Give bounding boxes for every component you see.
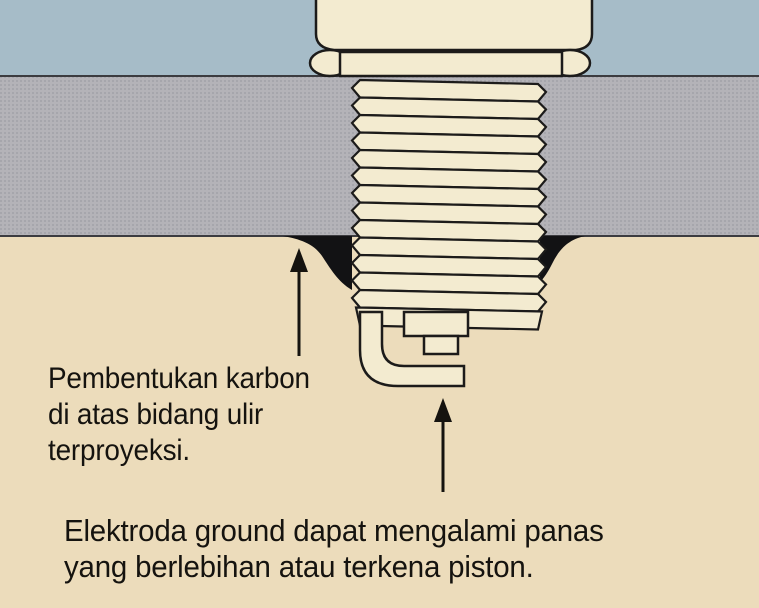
center-electrode-base bbox=[402, 310, 470, 338]
plug-collar bbox=[338, 50, 564, 78]
ground-caption: Elektroda ground dapat mengalami panas y… bbox=[64, 513, 604, 585]
carbon-caption-line-3: terproyeksi. bbox=[48, 434, 190, 467]
arrow-up-icon bbox=[434, 398, 452, 492]
ground-electrode bbox=[358, 310, 466, 388]
arrow-up-icon bbox=[290, 248, 308, 356]
center-electrode-tip bbox=[422, 334, 460, 356]
carbon-deposit-left bbox=[283, 236, 352, 290]
plug-insulator bbox=[314, 0, 594, 52]
carbon-caption-line-2: di atas bidang ulir bbox=[48, 398, 264, 431]
ground-caption-line-2: yang berlebihan atau terkena piston. bbox=[64, 549, 534, 584]
ground-caption-line-1: Elektroda ground dapat mengalami panas bbox=[64, 513, 604, 548]
carbon-caption: Pembentukan karbon di atas bidang ulir t… bbox=[48, 361, 310, 469]
plug-thread bbox=[350, 78, 548, 331]
carbon-deposit-right bbox=[540, 236, 585, 282]
carbon-caption-line-1: Pembentukan karbon bbox=[48, 362, 310, 395]
